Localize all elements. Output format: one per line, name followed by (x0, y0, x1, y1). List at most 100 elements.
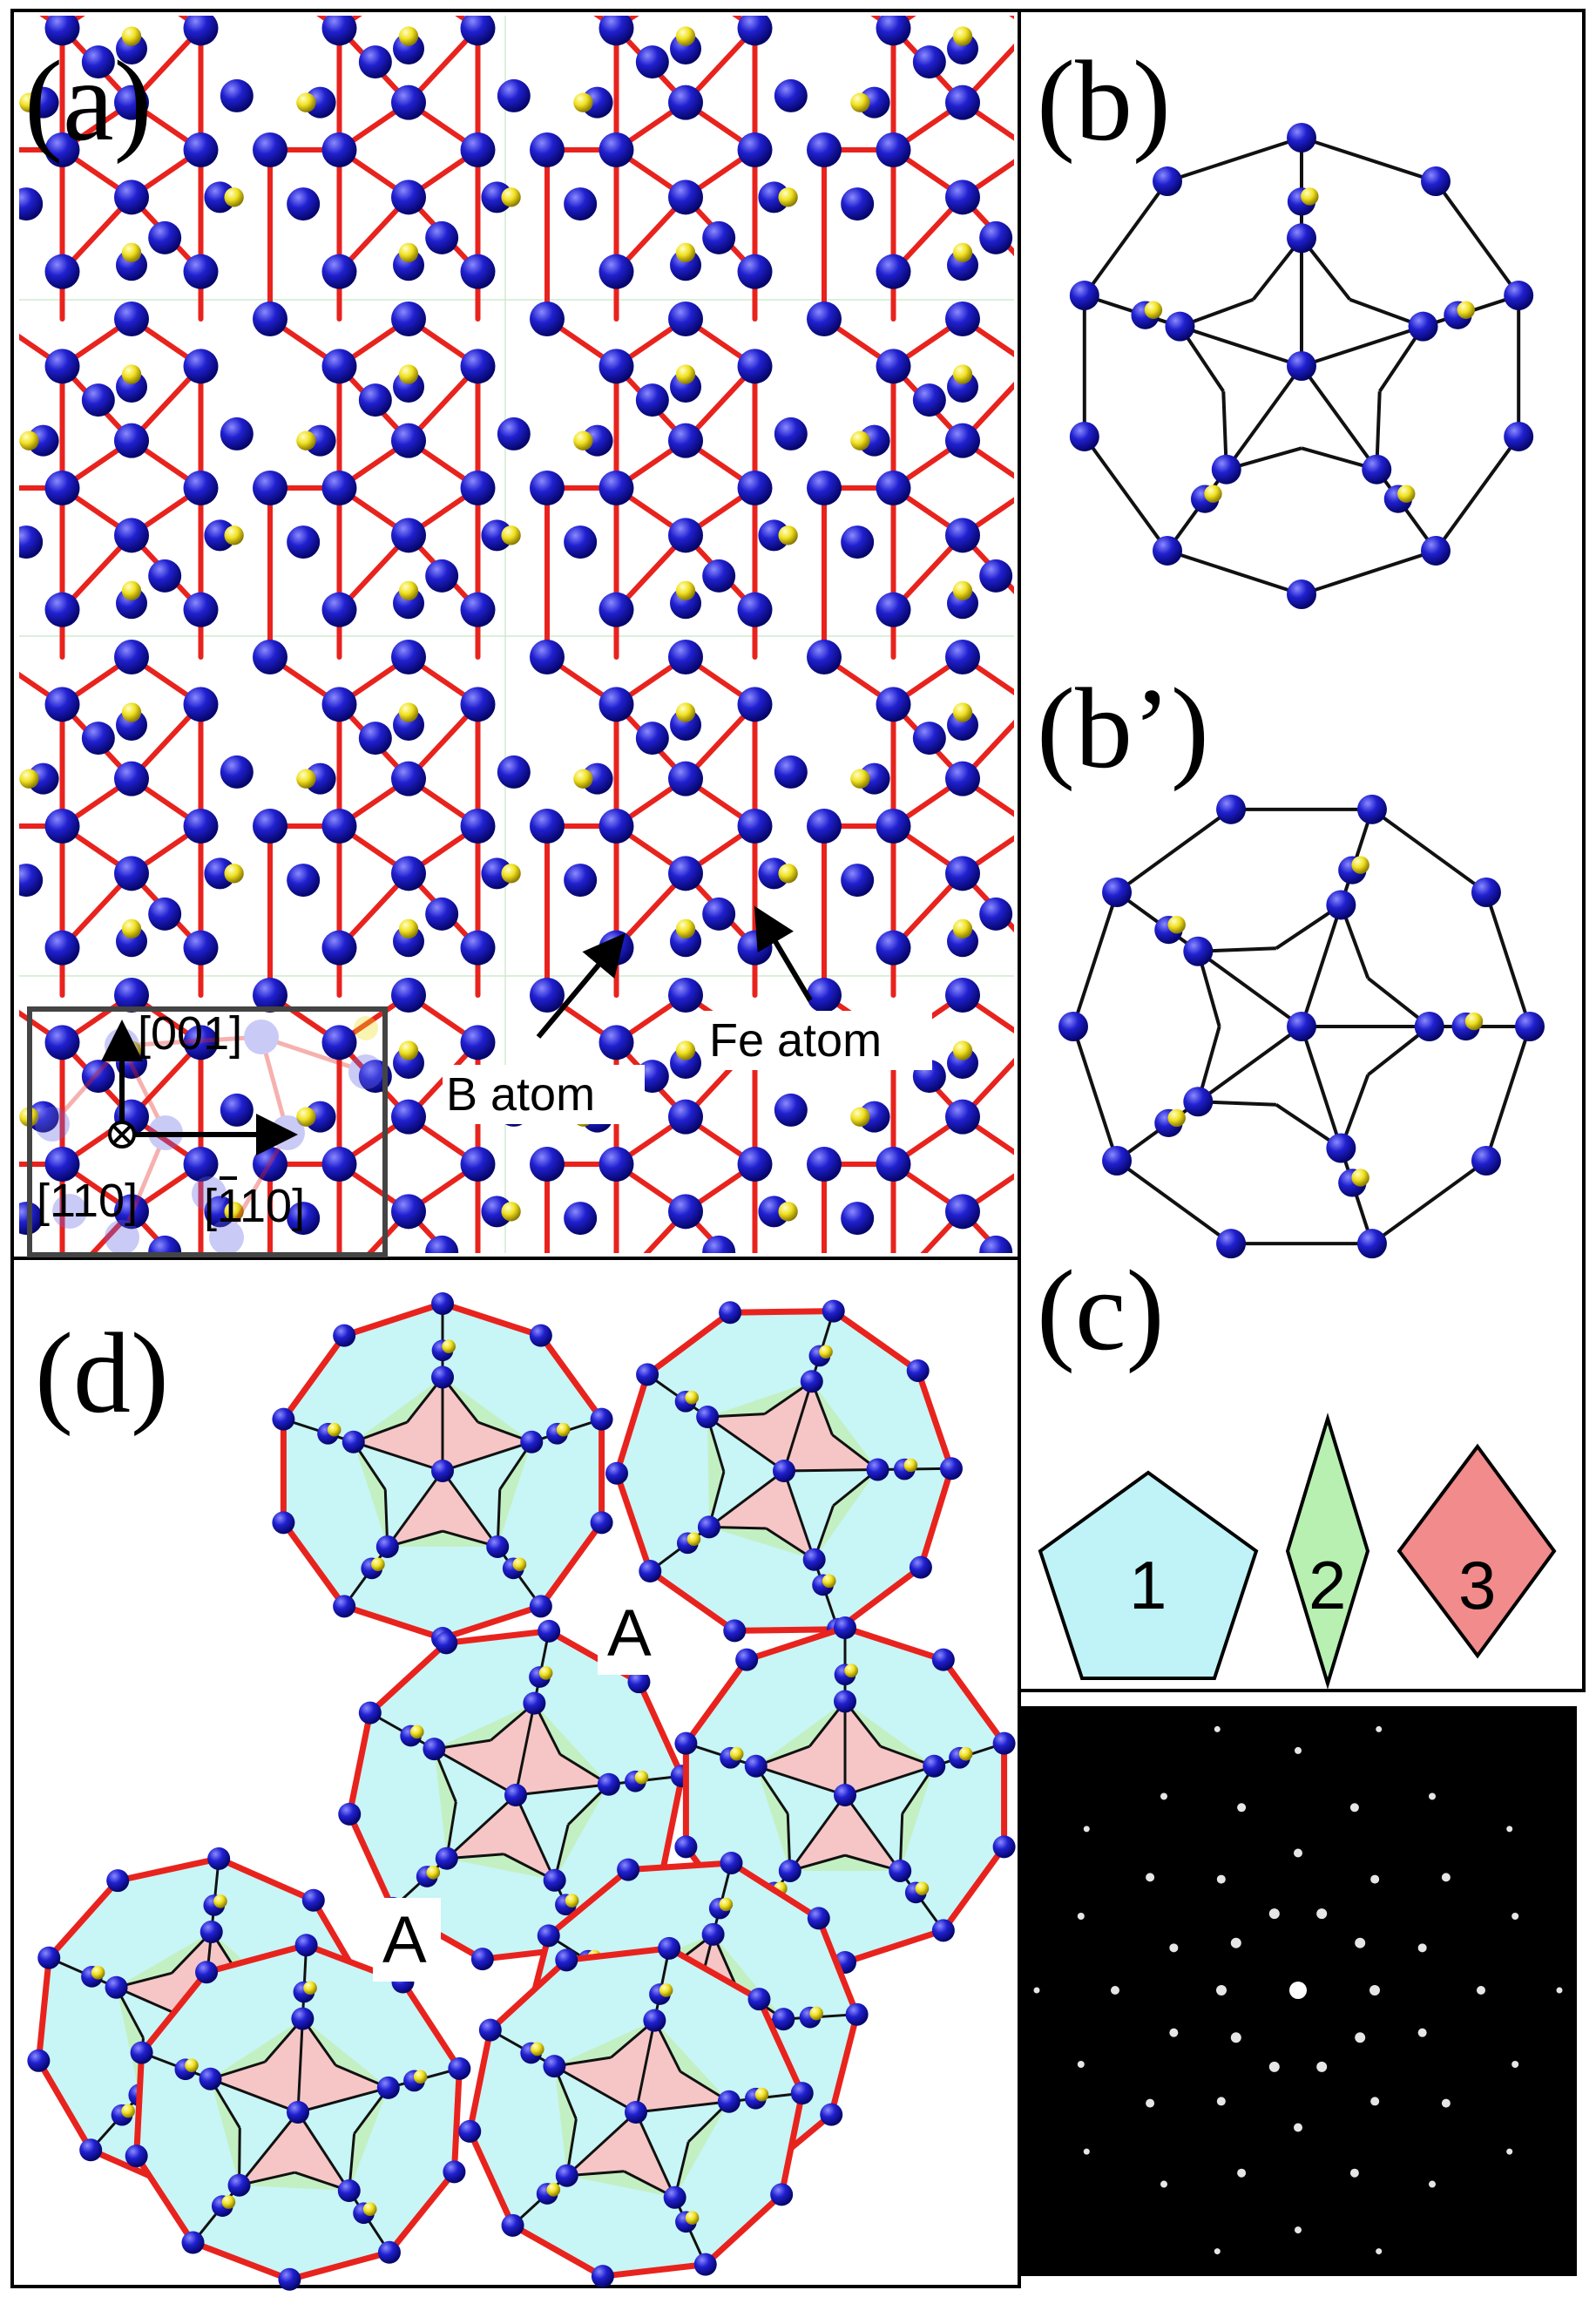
fe-atom (1153, 349, 1188, 383)
fat-rhombus-tile (755, 1765, 845, 1871)
fe-atom (460, 16, 496, 46)
fe-atom (945, 856, 980, 891)
b-atom (850, 92, 870, 112)
fe-atom (670, 1264, 701, 1295)
cluster-spoke (445, 1793, 517, 1860)
fe-fe-bond (1101, 995, 1171, 1042)
b-atom (952, 364, 973, 384)
fe-atom (530, 471, 565, 505)
fe-fe-bond (1171, 28, 1241, 102)
cluster-edge (613, 1472, 653, 1573)
fe-atom (278, 2267, 301, 2291)
fe-fe-bond (1240, 28, 1309, 102)
cluster-spoke (1300, 1026, 1343, 1149)
fe-atom (181, 2231, 205, 2254)
fe-atom (597, 1772, 620, 1796)
fat-rhombus-tile (566, 2112, 675, 2198)
fe-fe-bond (1240, 1455, 1309, 1502)
fe-atom (321, 1147, 357, 1182)
cluster-edge (1434, 180, 1520, 297)
fat-rhombus-tile (707, 1417, 784, 1528)
fe-atom (1153, 166, 1183, 197)
fe-atom (114, 423, 149, 458)
fe-atom (1211, 454, 1241, 484)
fat-rhombus-tile (434, 1749, 516, 1859)
fe-atom (1222, 856, 1257, 891)
fe-atom (481, 181, 513, 213)
fe-atom (530, 132, 565, 167)
fe-atom (1329, 756, 1362, 789)
fe-atom (358, 1701, 382, 1724)
fe-atom (425, 220, 459, 254)
fe-atom (1287, 351, 1316, 381)
b-atom (1332, 525, 1351, 545)
fe-atom (668, 302, 703, 336)
tile-label-3: 3 (1458, 1547, 1496, 1623)
pentagon-tile (344, 1546, 541, 1638)
b-atom (1167, 1108, 1186, 1128)
fe-fe-bond (1240, 826, 1309, 873)
fe-atom (744, 1754, 768, 1778)
fe-atom (807, 640, 842, 674)
fe-fe-bond (1240, 1164, 1309, 1211)
fe-atom (520, 1430, 544, 1453)
diffraction-spot (1511, 1912, 1519, 1920)
pentagon-tile (369, 1630, 550, 1750)
b-atom (809, 2006, 823, 2021)
b-atom (19, 92, 39, 112)
cluster-edge (613, 1373, 651, 1474)
fe-atom (27, 86, 59, 119)
fe-atom (1069, 421, 1099, 451)
fe-atom (923, 1754, 946, 1778)
fe-atom (876, 254, 911, 289)
fe-atom (599, 1269, 634, 1304)
b-atom (676, 1257, 695, 1277)
cluster-spoke (843, 1794, 902, 1872)
fe-atom (0, 471, 10, 505)
b-atom (1230, 919, 1249, 938)
diffraction-spot (1477, 1986, 1485, 1995)
fe-atom (81, 383, 115, 417)
fe-atom (1292, 10, 1327, 45)
fe-atom (253, 1147, 287, 1182)
fe-atom (376, 2076, 400, 2099)
b-atom (296, 1107, 316, 1127)
diffraction-spot (1214, 1725, 1221, 1732)
diffraction-spot (1230, 2032, 1241, 2043)
fe-atom (148, 220, 182, 254)
fe-atom (523, 1691, 546, 1715)
diffraction-spot (1511, 2061, 1519, 2069)
fe-atom (555, 1948, 578, 1972)
fe-fe-bond (963, 1333, 1032, 1380)
pentagon-tile (193, 2185, 389, 2280)
fe-atom (758, 857, 790, 890)
b-atom (398, 242, 419, 263)
fe-atom (183, 16, 219, 46)
fat-rhombus-tile (784, 1381, 878, 1471)
fe-atom (44, 687, 80, 722)
diffraction-spot (1214, 2248, 1221, 2255)
cluster-edge (1072, 891, 1119, 1027)
fe-atom (876, 809, 911, 844)
b-atom (19, 430, 39, 451)
cluster-spoke (1179, 324, 1302, 368)
fe-fe-bond (1240, 873, 1309, 947)
fe-atom (800, 1370, 823, 1393)
cluster-spoke (442, 1440, 532, 1473)
cluster-spoke (1300, 904, 1343, 1027)
cluster-spoke (708, 1469, 785, 1528)
cluster-edge (828, 2013, 860, 2116)
fe-atom (28, 1440, 59, 1471)
fe-fe-bond (63, 1455, 132, 1502)
fe-fe-bond (1240, 1333, 1309, 1380)
fe-atom (738, 1269, 773, 1304)
fe-atom (668, 761, 703, 796)
fe-atom (114, 1438, 149, 1473)
b-atom (398, 918, 419, 939)
fe-atom (27, 1101, 59, 1133)
fe-atom (774, 78, 808, 112)
fe-atom (391, 856, 426, 891)
pentagon-tile-shape (1038, 1470, 1259, 1680)
b-atom (675, 918, 696, 939)
b-atom (958, 1746, 973, 1761)
